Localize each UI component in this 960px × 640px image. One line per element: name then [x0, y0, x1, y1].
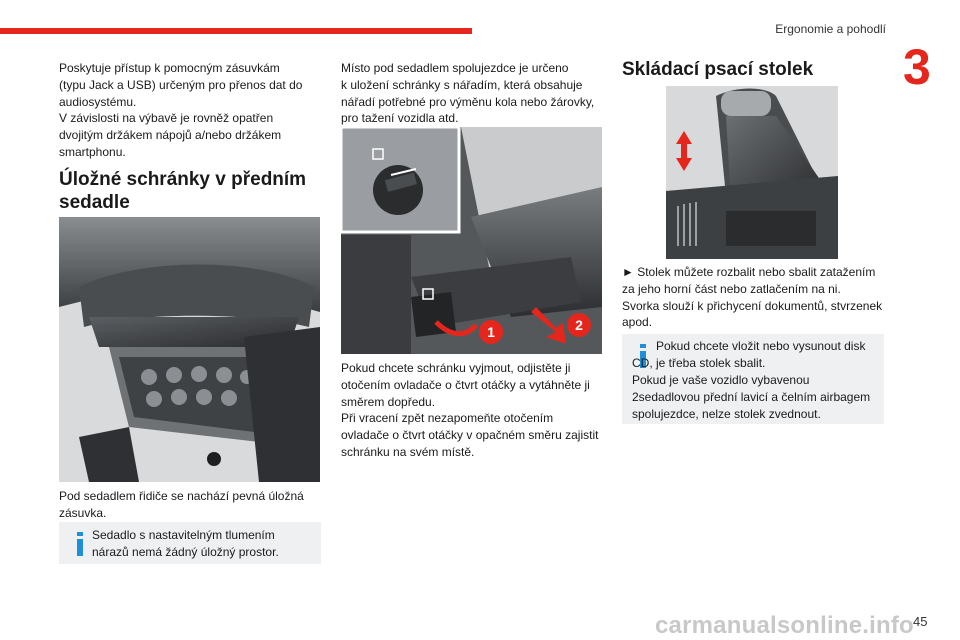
- watermark: carmanualsonline.info: [655, 612, 914, 639]
- col3-heading: Skládací psací stolek: [622, 59, 814, 80]
- callout-1-label: 1: [487, 324, 495, 340]
- page-number: 45: [913, 614, 928, 629]
- section-title: Ergonomie a pohodlí: [775, 22, 886, 36]
- callout-2-label: 2: [575, 317, 583, 333]
- col1-intro-text: Poskytuje přístup k pomocným zásuvkám (t…: [59, 61, 303, 159]
- col3-info-text: Pokud chcete vložit nebo vysunout disk C…: [632, 339, 871, 421]
- col3-info-box: Pokud chcete vložit nebo vysunout disk C…: [622, 334, 884, 424]
- col1-caption: Pod sedadlem řidiče se nachází pevná úlo…: [59, 489, 304, 520]
- callout-1-marker: [479, 320, 503, 344]
- writing-table-illustration: [666, 86, 838, 259]
- callout-2-marker: [567, 313, 591, 337]
- toolbox-illustration: 1 2: [341, 127, 602, 354]
- info-icon: [77, 532, 83, 556]
- col1-info-text: Sedadlo s nastavitelným tlumením nárazů …: [92, 528, 279, 559]
- col2-intro-text: Místo pod sedadlem spolujezdce je určeno…: [341, 61, 595, 126]
- chapter-number: 3: [903, 39, 931, 95]
- col3-body-text: ► Stolek můžete rozbalit nebo sbalit zat…: [622, 265, 883, 330]
- header-accent-bar: [0, 28, 472, 34]
- col2-body-text: Pokud chcete schránku vyjmout, odjistěte…: [341, 361, 599, 459]
- col1-heading: Úložné schránky v předním sedadle: [59, 169, 307, 213]
- col1-info-box: Sedadlo s nastavitelným tlumením nárazů …: [59, 522, 321, 564]
- info-icon: [640, 344, 646, 368]
- seat-drawer-illustration: [59, 217, 320, 482]
